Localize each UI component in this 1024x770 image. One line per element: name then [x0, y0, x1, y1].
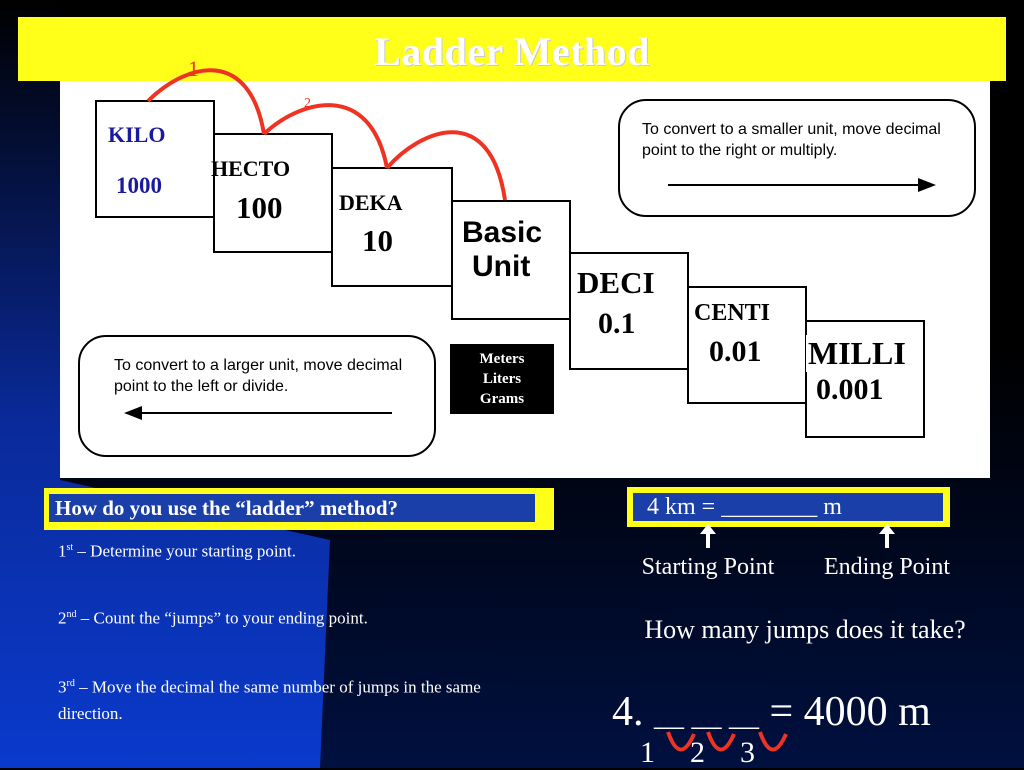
kilo-value: 1000 — [116, 173, 162, 198]
centi-label: CENTI — [694, 300, 771, 326]
step-3-text: – Move the decimal the same number of ju… — [58, 677, 481, 723]
right-arrow-icon — [668, 178, 936, 192]
jumps-question: How many jumps does it take? — [644, 615, 966, 644]
starting-point-label: Starting Point — [641, 554, 775, 580]
answer-result: = 4000 m — [769, 689, 931, 735]
kilo-box — [95, 100, 215, 218]
step-3-ordinal: 3 — [58, 677, 67, 697]
deka-label: DEKA — [339, 190, 403, 215]
larger-unit-note: To convert to a larger unit, move decima… — [78, 335, 436, 457]
step-1: 1st – Determine your starting point. — [58, 535, 538, 565]
step-2-text: – Count the “jumps” to your ending point… — [76, 608, 368, 628]
smaller-unit-note: To convert to a smaller unit, move decim… — [618, 99, 976, 217]
larger-unit-note-text: To convert to a larger unit, move decima… — [114, 357, 403, 395]
answer-number: 4. — [612, 689, 644, 735]
base-unit-grams: Grams — [479, 391, 525, 407]
deci-value: 0.1 — [598, 307, 636, 340]
start-pointer-arrow-icon — [700, 524, 716, 548]
end-pointer-arrow-icon — [879, 524, 895, 548]
hecto-value: 100 — [236, 190, 283, 225]
step-2-suffix: nd — [66, 609, 77, 620]
hecto-label: HECTO — [211, 156, 291, 181]
base-unit-liters: Liters — [482, 371, 522, 387]
slide-title: Ladder Method — [374, 29, 650, 74]
base-unit-meters: Meters — [479, 351, 525, 367]
answer-blanks: __ __ __ — [654, 699, 759, 732]
ending-point-label: Ending Point — [823, 554, 950, 580]
left-arrow-icon — [124, 406, 392, 420]
step-3-suffix: rd — [66, 678, 75, 689]
deci-label: DECI — [577, 265, 655, 300]
milli-label: MILLI — [806, 335, 908, 372]
milli-value: 0.001 — [816, 373, 884, 406]
jump-number-1: 1 — [640, 736, 655, 769]
basic-unit-label-line2: Unit — [472, 250, 531, 283]
step-1-ordinal: 1 — [58, 541, 67, 561]
jump-number-2: 2 — [690, 736, 705, 769]
conversion-bar: 4 km = ________ m — [627, 487, 950, 527]
answer-jump-arcs — [666, 731, 788, 752]
jump-number-3: 3 — [740, 736, 755, 769]
step-2: 2nd – Count the “jumps” to your ending p… — [58, 602, 538, 632]
step-1-text: – Determine your starting point. — [73, 541, 297, 561]
question-bar: How do you use the “ladder” method? — [44, 488, 554, 530]
base-units-box: Meters Liters Grams — [450, 344, 554, 414]
conversion-problem: 4 km = ________ m — [633, 493, 943, 521]
step-1-suffix: st — [66, 542, 74, 553]
smaller-unit-note-text: To convert to a smaller unit, move decim… — [642, 121, 941, 159]
answer-line: 4. __ __ __ = 4000 m — [612, 688, 931, 736]
deka-value: 10 — [362, 223, 393, 258]
step-3: 3rd – Move the decimal the same number o… — [58, 671, 548, 727]
basic-unit-label-line1: Basic — [462, 216, 543, 249]
kilo-label: KILO — [108, 122, 166, 147]
arc-number-1: 1 — [188, 56, 199, 81]
centi-value: 0.01 — [709, 335, 762, 368]
question-heading: How do you use the “ladder” method? — [49, 494, 535, 522]
step-2-ordinal: 2 — [58, 608, 67, 628]
arc-number-2: 2 — [304, 96, 311, 111]
